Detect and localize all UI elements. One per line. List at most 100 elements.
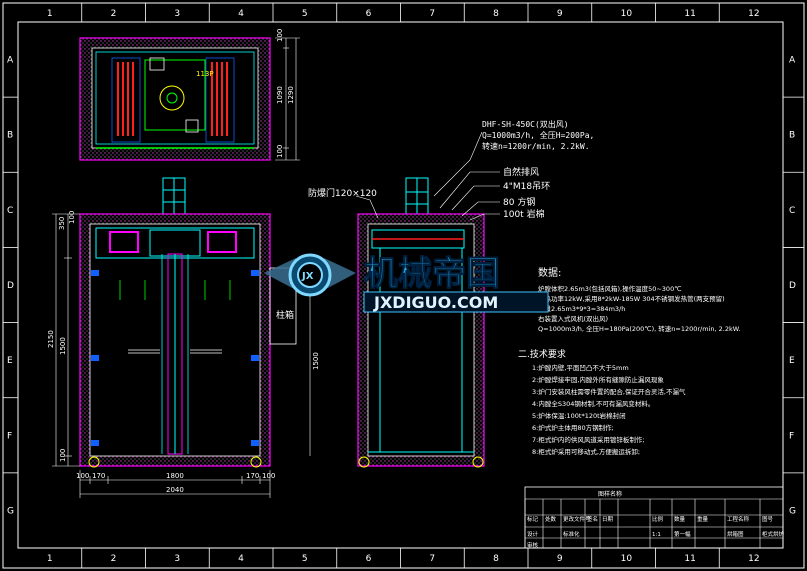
title-block-cell: 标记 <box>527 515 539 523</box>
req-line-3: 3:炉门安装风柱需零件置的配合,保证开合灵活,不漏气 <box>532 387 686 396</box>
heater-bank-right <box>211 62 228 136</box>
col-label-bottom: 8 <box>493 554 499 564</box>
title-block-cell: 工程名称 <box>727 515 750 523</box>
front-dim-1500: 1500 <box>59 337 67 355</box>
front-bdim-2: 170 <box>92 472 105 480</box>
callout-speed: 转速n=1200r/min, 2.2kW. <box>482 141 590 151</box>
watermark-en: JXDIGUO.COM <box>373 293 498 312</box>
top-dim-3: 1290 <box>287 86 295 104</box>
zone-ticks <box>3 3 804 568</box>
col-label-top: 8 <box>493 9 499 19</box>
col-label-top: 7 <box>429 9 435 19</box>
col-label-top: 5 <box>302 9 308 19</box>
requirements-block: 二.技术要求 1:炉膛内壁,平面凹凸不大于5mm 2:炉膛焊接牢固,内膛外所有缝… <box>518 348 686 456</box>
col-label-top: 4 <box>238 9 244 19</box>
row-label-left: C <box>7 206 13 216</box>
tb-top-label: 图样名称 <box>598 490 622 498</box>
front-bdim-3: 1800 <box>166 472 184 480</box>
top-dim-4: 100 <box>276 145 284 158</box>
req-line-2: 2:炉膛焊接牢固,内膛外所有缝隙防止漏风现象 <box>532 375 664 384</box>
top-view: 113P 100 1090 1290 100 <box>79 29 300 161</box>
col-label-bottom: 12 <box>748 554 759 564</box>
top-view-label: 113P <box>196 70 214 78</box>
row-label-right: D <box>789 281 796 291</box>
row-label-left: G <box>7 506 14 516</box>
col-label-bottom: 9 <box>557 554 563 564</box>
spec-line-1: 炉膛体积2.65m3(包括风箱),操作温度50~300℃ <box>538 284 682 293</box>
note-insulation: 100t 岩棉 <box>503 208 545 220</box>
col-label-bottom: 11 <box>684 554 695 564</box>
title-block-cell: 第一幅 <box>674 530 691 538</box>
col-label-bottom: 3 <box>174 554 180 564</box>
req-line-8: 8:柜式炉采用可移动式,方便搬运拆卸; <box>532 447 640 456</box>
row-label-right: E <box>789 356 795 366</box>
front-dim-350: 350 <box>58 217 66 230</box>
label-explosion-door: 防爆门120×120 <box>308 187 377 199</box>
col-label-top: 10 <box>621 9 633 19</box>
col-label-bottom: 7 <box>429 554 435 564</box>
note-steel: 80 方钢 <box>503 196 535 208</box>
spec-line-4: 右装置入式风机(双出风) <box>538 314 608 323</box>
col-label-bottom: 2 <box>111 554 117 564</box>
col-label-bottom: 5 <box>302 554 308 564</box>
front-dim-100-top: 100 <box>68 211 76 224</box>
spec-line-3: 风量2.65m3*9*3=384m3/h <box>538 305 625 313</box>
requirements-title: 二.技术要求 <box>518 348 566 360</box>
title-block-cell: 1:1 <box>652 532 661 538</box>
watermark-cn: 机械帝国 <box>364 254 500 294</box>
front-dim-right: 1500 <box>312 352 320 370</box>
title-block-cell: 比例 <box>652 515 664 523</box>
req-line-5: 5:炉体保温:100t*120t岩棉封闭 <box>532 411 626 420</box>
callout-flow: Q=1000m3/h, 全压H=200Pa, <box>482 130 594 140</box>
title-block-cell: 审核 <box>527 541 539 549</box>
svg-text:JX: JX <box>301 271 314 282</box>
fan-unit-top <box>144 57 206 133</box>
front-bdim-5: 100 <box>262 472 275 480</box>
col-label-top: 3 <box>174 9 180 19</box>
front-bdim-1: 100 <box>76 472 89 480</box>
front-box-label: 柱箱 <box>276 309 294 321</box>
specs-title: 数据: <box>538 266 561 279</box>
col-label-top: 1 <box>47 9 53 19</box>
col-label-top: 11 <box>684 9 695 19</box>
front-bdim-4: 170 <box>246 472 259 480</box>
front-dim-2150: 2150 <box>47 330 55 348</box>
spec-line-2: 加热功率12kW,采用8*2kW-185W 304不锈钢发热管(两支预留) <box>538 294 725 303</box>
title-block-cell: 柜式烘炉 <box>762 530 785 538</box>
row-label-right: F <box>789 431 794 441</box>
col-label-bottom: 4 <box>238 554 244 564</box>
row-label-right: C <box>789 206 795 216</box>
top-dim-1: 100 <box>276 29 284 42</box>
side-view: DHF-SH-450C(双出风) Q=1000m3/h, 全压H=200Pa, … <box>308 119 594 468</box>
title-block-cell: 更改文件号 <box>563 515 591 523</box>
callout-fan-model: DHF-SH-450C(双出风) <box>482 119 569 129</box>
title-block-cell: 烘箱图 <box>727 530 744 538</box>
row-label-right: G <box>789 506 796 516</box>
title-block-cell: 标准化 <box>563 530 580 538</box>
title-block-cell: 数量 <box>674 515 686 523</box>
title-block-cell: 图号 <box>762 515 774 523</box>
col-label-bottom: 6 <box>366 554 372 564</box>
top-dim-2: 1090 <box>276 86 284 104</box>
note-lifting-ring: 4"M18吊环 <box>503 181 550 192</box>
row-label-left: D <box>7 281 14 291</box>
watermark-logo: JX 机械帝国 JXDIGUO.COM <box>264 253 549 313</box>
row-label-left: F <box>7 431 12 441</box>
row-label-left: A <box>7 56 14 66</box>
col-label-top: 9 <box>557 9 563 19</box>
note-exhaust: 自然排风 <box>503 166 539 178</box>
col-label-bottom: 1 <box>47 554 53 564</box>
title-block-cell: 设计 <box>527 530 539 538</box>
front-dim-100-bot: 100 <box>59 449 67 462</box>
row-label-right: A <box>789 56 796 66</box>
heater-bank-left <box>117 62 134 136</box>
gear-logo-icon: JX <box>264 253 356 297</box>
spec-line-5: Q=1000m3/h, 全压H=180Pa(200℃), 转速n=1200r/m… <box>538 324 740 333</box>
col-label-top: 12 <box>748 9 759 19</box>
